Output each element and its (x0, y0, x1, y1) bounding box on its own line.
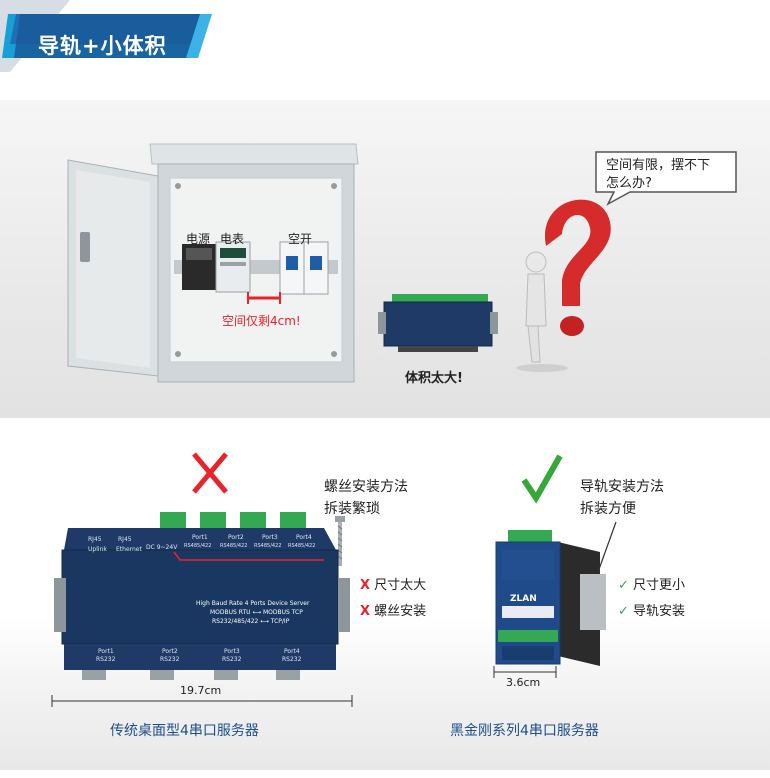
din-rail-device (495, 530, 606, 666)
left-issue-2: X 螺丝安装 (360, 600, 426, 619)
top-port-sublabel-1: RS485/422 (184, 543, 212, 549)
top-port-label-1: Port1 (192, 534, 208, 541)
dimension-label-right: 3.6cm (506, 676, 541, 689)
panel-sublabel-uplink: Uplink (88, 546, 107, 553)
bottom-port-label-3: Port3 (224, 648, 240, 655)
question-mark-figure (516, 199, 611, 372)
electrical-cabinet (67, 143, 359, 383)
top-port-label-4: Port4 (296, 534, 312, 541)
bottom-port-sublabel-3: RS232 (222, 656, 242, 663)
bottom-port-sublabel-1: RS232 (96, 656, 116, 663)
dimension-line-right (493, 666, 557, 678)
bottom-port-sublabel-2: RS232 (160, 656, 180, 663)
bottom-port-sublabel-4: RS232 (282, 656, 302, 663)
left-method-line-1: 螺丝安装方法 (324, 479, 408, 495)
bottom-port-label-1: Port1 (98, 648, 114, 655)
check-icon: ✓ (618, 578, 629, 593)
left-issue-1: X 尺寸太大 (360, 574, 426, 593)
device-caption: 体积太大! (405, 371, 463, 386)
desktop-device-small (378, 294, 498, 352)
pointer-line (597, 521, 617, 573)
panel-label-rj45-uplink: RJ45 (88, 536, 102, 543)
speech-line-2: 怎么办? (606, 176, 652, 191)
cabinet-label-meter: 电表 (220, 232, 245, 246)
bottom-port-label-4: Port4 (284, 648, 300, 655)
close-x-icon: X (360, 578, 371, 593)
panel-label-dc: DC 9~24V (146, 544, 178, 551)
right-method-line-2: 拆装方便 (580, 501, 636, 517)
screw-icon (335, 516, 345, 566)
dimension-line-left (51, 695, 353, 707)
speech-bubble (595, 151, 737, 206)
check-icon: ✓ (618, 604, 629, 619)
top-port-label-3: Port3 (262, 534, 278, 541)
cabinet-label-power: 电源 (186, 232, 211, 246)
left-product-caption: 传统桌面型4串口服务器 (110, 723, 259, 739)
close-x-icon (192, 452, 228, 494)
gap-note: 空间仅剩4cm! (222, 314, 301, 328)
top-port-sublabel-3: RS485/422 (254, 543, 282, 549)
page-title: 导轨+小体积 (38, 34, 167, 58)
device-text-line-1: High Baud Rate 4 Ports Device Server (196, 600, 310, 607)
speech-line-1: 空间有限，摆不下 (606, 158, 711, 173)
top-port-sublabel-2: RS485/422 (220, 543, 248, 549)
header-banner (0, 0, 212, 72)
cabinet-label-breaker: 空开 (288, 232, 313, 246)
issue-text: 螺丝安装 (374, 604, 427, 619)
right-benefit-1: ✓ 尺寸更小 (618, 574, 685, 593)
right-method-line-1: 导轨安装方法 (580, 479, 664, 495)
top-port-sublabel-4: RS485/422 (288, 543, 316, 549)
benefit-text: 导轨安装 (633, 604, 686, 619)
check-icon (521, 454, 563, 504)
close-x-icon: X (360, 604, 371, 619)
device-text-line-2: MODBUS RTU ⟷ MODBUS TCP (210, 609, 303, 616)
issue-text: 尺寸太大 (374, 578, 427, 593)
brand-label: ZLAN (510, 594, 537, 604)
top-port-label-2: Port2 (228, 534, 244, 541)
right-product-caption: 黑金刚系列4串口服务器 (450, 723, 599, 739)
right-benefit-2: ✓ 导轨安装 (618, 600, 685, 619)
desktop-device-large (54, 512, 350, 680)
benefit-text: 尺寸更小 (633, 578, 686, 593)
left-method-line-2: 拆装繁琐 (324, 501, 380, 517)
bottom-port-label-2: Port2 (162, 648, 178, 655)
device-text-line-3: RS232/485/422 ⟷ TCP/IP (212, 618, 290, 625)
panel-label-rj45-ethernet: RJ45 (118, 536, 132, 543)
panel-sublabel-ethernet: Ethernet (116, 546, 142, 553)
dimension-label-left: 19.7cm (176, 684, 226, 697)
